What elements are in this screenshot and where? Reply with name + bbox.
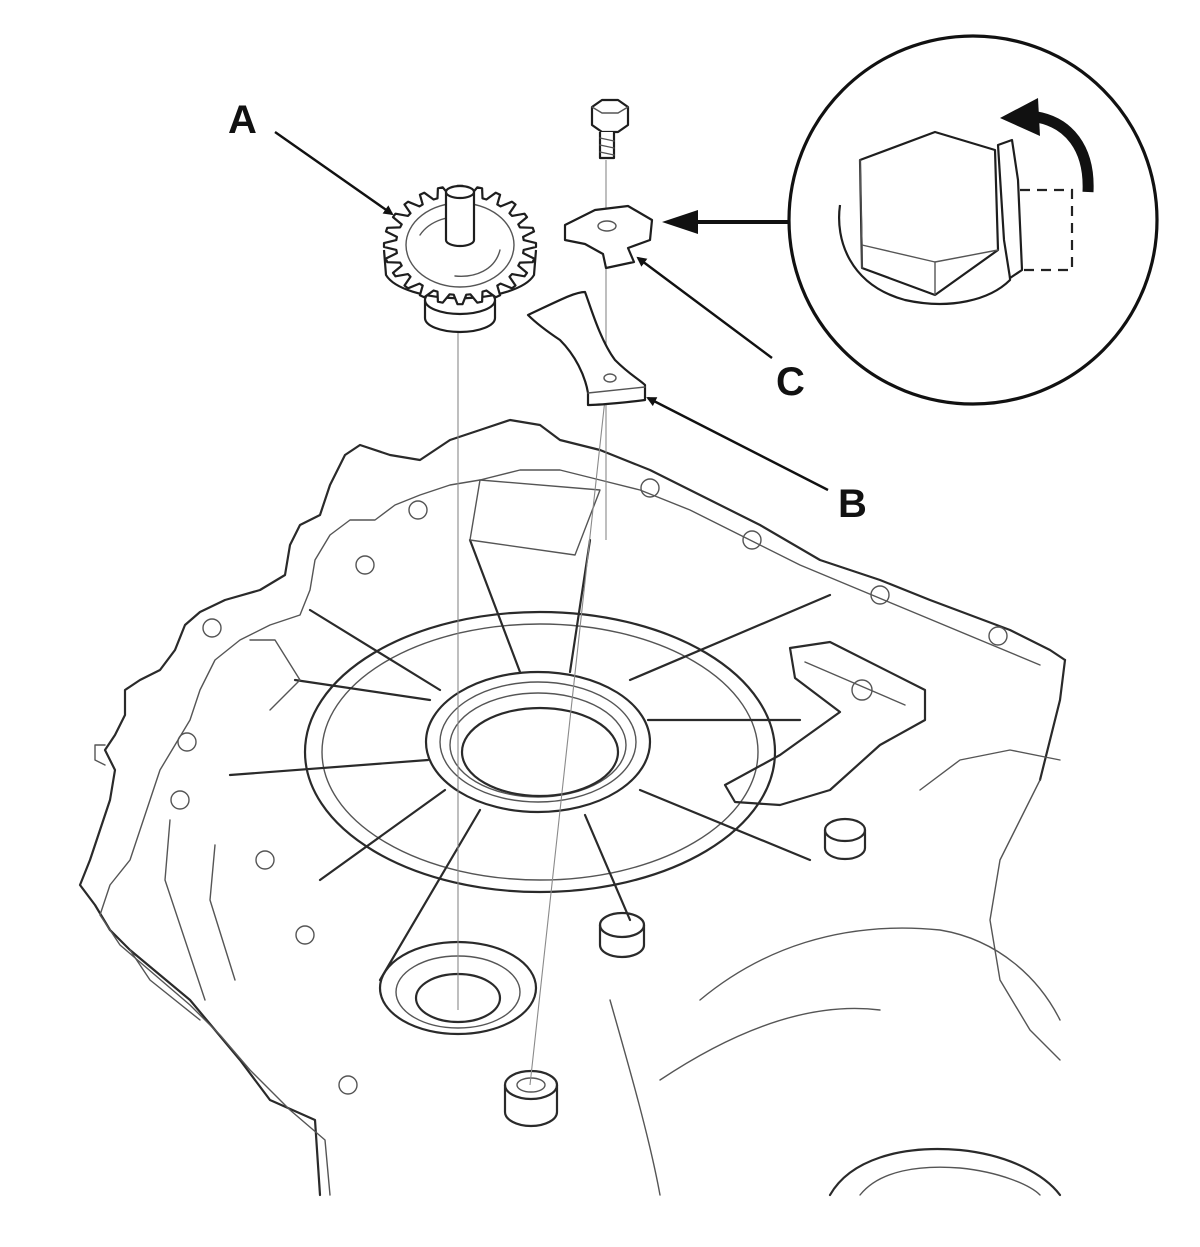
leader-line-c: [636, 256, 773, 359]
idler-gear-part-a: [382, 184, 538, 334]
detail-pointer-arrow: [662, 210, 790, 234]
lock-plate-part-b: [526, 290, 647, 407]
flange-bolt: [590, 98, 630, 160]
callout-label-a: A: [228, 98, 257, 142]
leader-line-b: [646, 396, 829, 492]
callout-label-c: C: [776, 360, 805, 404]
lock-tab-washer-part-c: [563, 204, 654, 270]
callout-label-b: B: [838, 482, 867, 526]
transmission-housing: [78, 418, 1067, 1197]
detail-view-circle: [787, 34, 1159, 406]
leader-line-a: [274, 131, 394, 216]
